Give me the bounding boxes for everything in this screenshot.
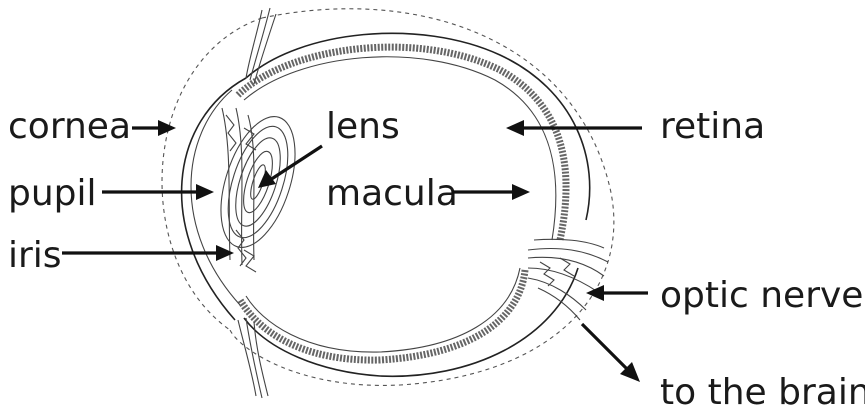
arrow-macula [452,184,530,200]
label-optic-nerve: optic nerve [660,275,863,316]
lens-shape [207,107,310,256]
retina-band-lower [240,270,525,360]
label-pupil: pupil [8,173,97,214]
optic-nerve-bundle [528,239,608,320]
label-retina: retina [660,106,765,147]
arrow-to-the-brain [582,324,640,382]
label-to-the-brain: to the brain [660,372,865,413]
arrow-optic-nerve [586,285,648,301]
label-iris: iris [8,235,62,276]
label-macula: macula [326,173,458,214]
label-lens: lens [326,106,400,147]
arrow-lens [258,146,322,188]
arrow-cornea [132,120,176,136]
label-cornea: cornea [8,106,131,147]
cornea-arc-dashed [162,18,262,330]
arrow-pupil [102,184,214,200]
inner-wall-lower [246,268,520,352]
